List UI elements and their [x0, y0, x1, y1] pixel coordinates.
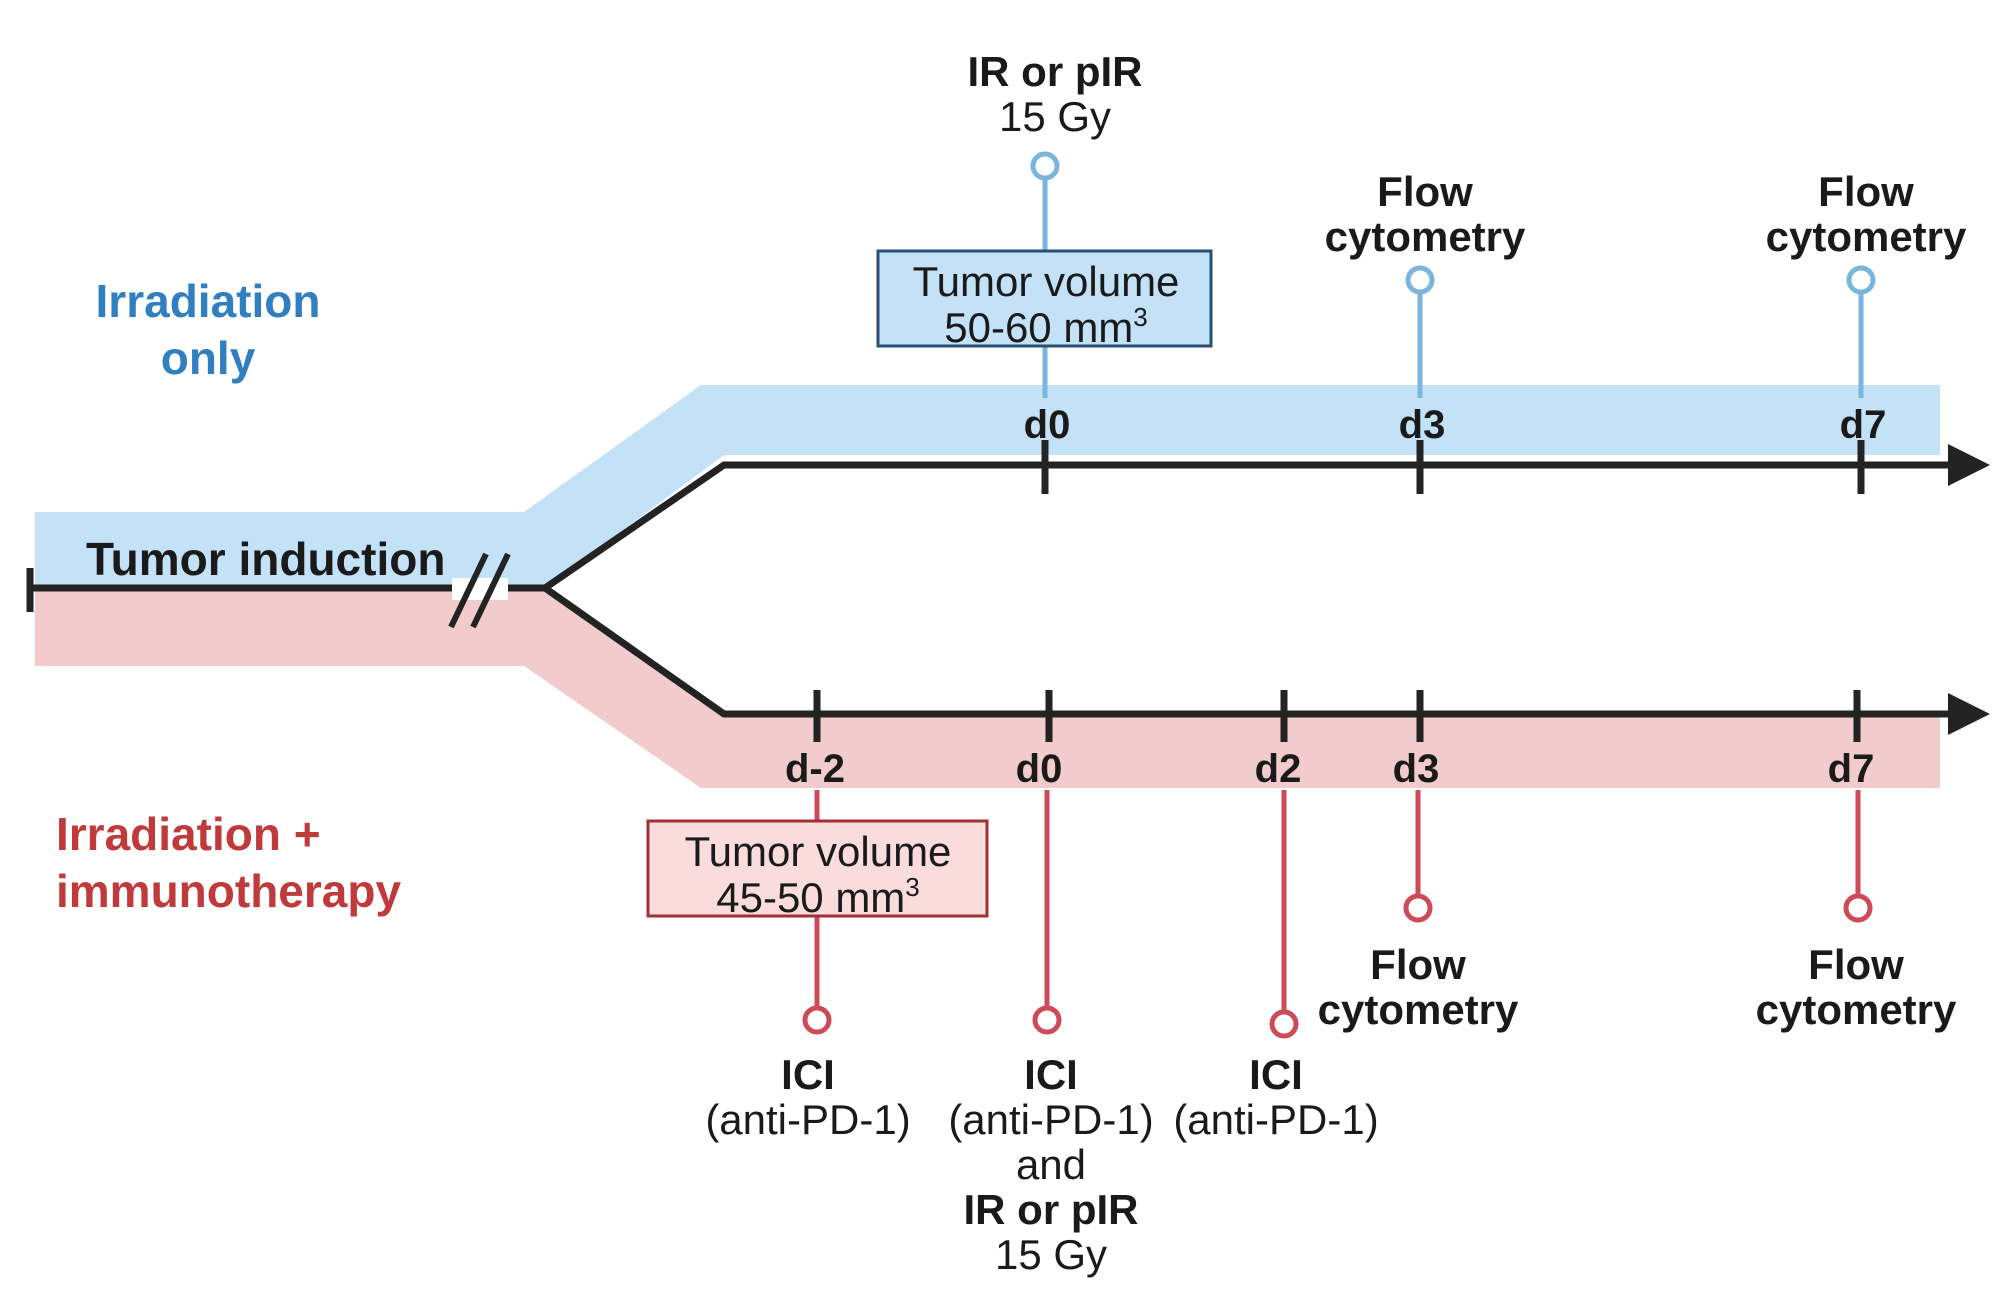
top-branch-axis — [543, 461, 1952, 591]
bottom-event-d7-line1: Flow — [1808, 941, 1904, 988]
irradiation-immunotherapy-band — [35, 588, 1940, 788]
axis-break-mark — [448, 552, 511, 629]
top-event-d3-line1: Flow — [1377, 168, 1473, 215]
irradiation-only-label-line1: Irradiation — [96, 275, 321, 327]
irradiation-immunotherapy-label-line2: immunotherapy — [56, 865, 401, 917]
top-event-d7-line1: Flow — [1818, 168, 1914, 215]
bottom-branch-axis — [542, 585, 1952, 718]
tumor-volume-box-bottom-line1: Tumor volume — [685, 828, 952, 875]
top-event-d0-title: IR or pIR — [968, 48, 1143, 95]
bottom-event-d7-line2: cytometry — [1756, 986, 1957, 1033]
bottom-event-d0-title: ICI — [1024, 1051, 1078, 1098]
bottom-event-d0-dose: 15 Gy — [995, 1231, 1107, 1278]
bottom-event-dm2-title: ICI — [781, 1051, 835, 1098]
bottom-event-dm2-detail: (anti-PD-1) — [705, 1096, 910, 1143]
bottom-event-d0-title2: IR or pIR — [964, 1186, 1139, 1233]
timeline-axes — [26, 444, 1990, 735]
top-pin-d0-head — [1030, 151, 1060, 181]
bottom-tick-label-d0: d0 — [1016, 747, 1063, 791]
bottom-event-d0-detail: (anti-PD-1) — [948, 1096, 1153, 1143]
top-tick-label-d7: d7 — [1840, 403, 1887, 447]
top-tick-label-d3: d3 — [1399, 403, 1446, 447]
bottom-pin-d3-head — [1403, 893, 1433, 923]
bottom-pin-d7-head — [1843, 893, 1873, 923]
irradiation-only-band — [35, 385, 1940, 588]
bottom-tick-label-d2: d2 — [1255, 747, 1302, 791]
top-axis-arrowhead — [1948, 444, 1990, 486]
top-event-pins — [1030, 151, 1876, 398]
bottom-axis-arrowhead — [1948, 693, 1990, 735]
tumor-volume-box-top-line2: 50-60 mm3 — [944, 302, 1148, 351]
tumor-volume-box-top — [876, 249, 1213, 348]
bottom-pin-d2-head — [1269, 1009, 1299, 1039]
bottom-tick-label-d7: d7 — [1828, 747, 1875, 791]
tumor-volume-box-bottom-line2: 45-50 mm3 — [716, 872, 920, 921]
top-event-d0-dose: 15 Gy — [999, 93, 1111, 140]
irradiation-only-label-line2: only — [161, 332, 256, 384]
top-pin-d7-head — [1846, 265, 1876, 295]
tumor-induction-label: Tumor induction — [86, 533, 445, 585]
bottom-pin-dm2-head — [802, 1005, 832, 1035]
bottom-event-d0-and: and — [1016, 1141, 1086, 1188]
bottom-event-d2-title: ICI — [1249, 1051, 1303, 1098]
top-event-d7-line2: cytometry — [1766, 213, 1967, 260]
top-axis-ticks — [1041, 440, 1865, 494]
bottom-event-d3-line1: Flow — [1370, 941, 1466, 988]
bottom-tick-label-d3: d3 — [1393, 747, 1440, 791]
axis-break-slash-1 — [448, 552, 489, 629]
bottom-event-d2-detail: (anti-PD-1) — [1173, 1096, 1378, 1143]
tumor-volume-box-bottom — [646, 819, 989, 918]
bottom-event-d3-line2: cytometry — [1318, 986, 1519, 1033]
axis-break-gap — [452, 578, 508, 600]
irradiation-immunotherapy-label-line1: Irradiation + — [56, 808, 321, 860]
top-event-d3-line2: cytometry — [1325, 213, 1526, 260]
bottom-axis-ticks — [813, 690, 1861, 742]
top-pin-d3-head — [1405, 265, 1435, 295]
top-tick-label-d0: d0 — [1024, 403, 1071, 447]
bottom-pin-d0-head — [1032, 1005, 1062, 1035]
tumor-volume-box-top-line1: Tumor volume — [913, 258, 1180, 305]
bottom-tick-label-dm2: d-2 — [785, 747, 845, 791]
axis-break-slash-2 — [470, 552, 511, 629]
